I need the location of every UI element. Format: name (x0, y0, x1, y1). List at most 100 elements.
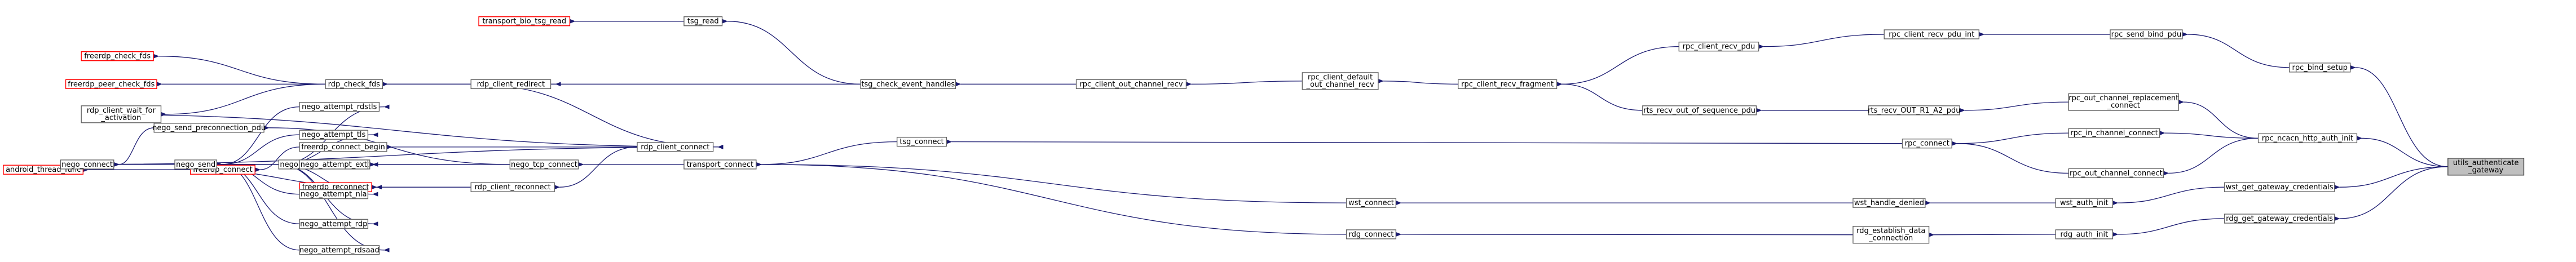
node-rpc-in-channel-connect[interactable]: rpc_in_channel_connect (2068, 128, 2160, 138)
node-rpc-ncacn-http-auth-init[interactable]: rpc_ncacn_http_auth_init (2257, 133, 2358, 144)
edge-wst_auth_init-wst_get_gateway_credentials (2112, 186, 2225, 206)
node-transport-connect[interactable]: transport_connect (683, 159, 757, 170)
node-label: rpc_client_recv_pdu_int (1889, 30, 1974, 39)
node-freerdp-connect-begin[interactable]: freerdp_connect_begin (299, 142, 387, 152)
edge-rpc_connect-rpc_out_channel_connect (1952, 141, 2069, 174)
node-box[interactable] (1852, 226, 1930, 244)
node-box[interactable] (1868, 105, 1960, 116)
node-rdp-check-fds[interactable]: rdp_check_fds (325, 79, 383, 90)
node-tsg-read[interactable]: tsg_read (683, 16, 723, 26)
node-box[interactable] (153, 123, 264, 133)
node-rpc-send-bind-pdu[interactable]: rpc_send_bind_pdu (2110, 29, 2183, 39)
node-box[interactable] (1902, 138, 1952, 149)
node-box[interactable] (637, 142, 714, 152)
edge-rdp_client_connect-rdp_client_redirect (471, 83, 724, 149)
node-box[interactable] (2055, 198, 2114, 208)
node-box[interactable] (299, 159, 369, 170)
node-box[interactable] (2068, 128, 2160, 138)
node-box[interactable] (299, 245, 380, 255)
node-rdg-get-gateway-credentials[interactable]: rdg_get_gateway_credentials (2224, 214, 2335, 224)
node-label: _out_channel_recv (1306, 81, 1374, 89)
node-nego-attempt-tls[interactable]: nego_attempt_tls (299, 130, 369, 140)
node-tsg-connect[interactable]: tsg_connect (896, 136, 947, 147)
node-box[interactable] (1346, 229, 1397, 239)
node-box[interactable] (470, 182, 555, 192)
node-box[interactable] (2447, 158, 2525, 176)
node-box[interactable] (81, 51, 154, 61)
node-box[interactable] (1458, 79, 1558, 90)
node-box[interactable] (509, 159, 579, 170)
node-rdg-auth-init[interactable]: rdg_auth_init (2055, 229, 2114, 239)
node-rpc-client-default-out[interactable]: rpc_client_default_out_channel_recv (1302, 72, 1379, 90)
node-box[interactable] (896, 136, 947, 147)
node-box[interactable] (65, 79, 157, 90)
node-nego-connect[interactable]: nego_connect (60, 159, 114, 170)
node-box[interactable] (299, 142, 387, 152)
node-box[interactable] (683, 159, 757, 170)
node-wst-handle-denied[interactable]: wst_handle_denied (1852, 198, 1926, 208)
node-box[interactable] (81, 105, 162, 123)
node-box[interactable] (299, 101, 380, 112)
node-box[interactable] (2068, 93, 2179, 111)
node-nego-tcp-connect[interactable]: nego_tcp_connect (509, 159, 579, 170)
node-box[interactable] (683, 16, 723, 26)
node-nego-send[interactable]: nego_send (174, 159, 218, 170)
node-box[interactable] (174, 159, 218, 170)
node-box[interactable] (470, 79, 552, 90)
node-freerdp-check-fds[interactable]: freerdp_check_fds (81, 51, 154, 61)
node-nego-attempt-rdstls[interactable]: nego_attempt_rdstls (299, 101, 380, 112)
node-wst-connect[interactable]: wst_connect (1346, 198, 1397, 208)
node-wst-auth-init[interactable]: wst_auth_init (2055, 198, 2114, 208)
node-rdp-client-connect[interactable]: rdp_client_connect (637, 142, 714, 152)
node-box[interactable] (2257, 133, 2358, 144)
node-box[interactable] (478, 16, 571, 26)
node-box[interactable] (2068, 168, 2164, 179)
node-rpc-client-recv-pdu-int[interactable]: rpc_client_recv_pdu_int (1884, 29, 1980, 39)
node-rdg-establish-data-connection[interactable]: rdg_establish_data_connection (1852, 226, 1930, 244)
node-rpc-out-channel-connect[interactable]: rpc_out_channel_connect (2068, 168, 2164, 179)
node-nego-attempt-ext[interactable]: nego_attempt_ext (299, 159, 369, 170)
node-box[interactable] (1642, 105, 1757, 116)
node-rpc-client-recv-fragment[interactable]: rpc_client_recv_fragment (1458, 79, 1558, 90)
node-box[interactable] (325, 79, 383, 90)
node-rts-recv-out-of-sequence-pdu[interactable]: rts_recv_out_of_sequence_pdu (1642, 105, 1757, 116)
node-box[interactable] (860, 79, 956, 90)
edge-rpc_out_channel_replacement-rpc_ncacn_http_auth_init (2178, 100, 2259, 139)
node-box[interactable] (1346, 198, 1397, 208)
node-box[interactable] (1678, 41, 1759, 52)
node-rts-recv-OUT-R1-A2-pdu[interactable]: rts_recv_OUT_R1_A2_pdu (1868, 105, 1961, 116)
node-box[interactable] (60, 159, 114, 170)
node-box[interactable] (2110, 29, 2183, 39)
node-box[interactable] (2224, 182, 2335, 192)
node-rdp-client-reconnect[interactable]: rdp_client_reconnect (470, 182, 555, 192)
node-box[interactable] (299, 130, 369, 140)
node-transport-bio-tsg-read[interactable]: transport_bio_tsg_read (478, 16, 571, 26)
node-wst-get-gateway-credentials[interactable]: wst_get_gateway_credentials (2224, 182, 2335, 192)
node-rdp-client-wait-for-activation[interactable]: rdp_client_wait_for_activation (81, 105, 162, 123)
node-rpc-client-out-channel-recv[interactable]: rpc_client_out_channel_recv (1075, 79, 1187, 90)
node-freerdp-peer-check-fds[interactable]: freerdp_peer_check_fds (65, 79, 157, 90)
node-label: nego_tcp_connect (511, 161, 577, 169)
node-box[interactable] (1884, 29, 1980, 39)
node-rpc-client-recv-pdu[interactable]: rpc_client_recv_pdu (1678, 41, 1759, 52)
node-rpc-out-channel-replacement[interactable]: rpc_out_channel_replacement_connect (2068, 93, 2179, 111)
node-rdg-connect[interactable]: rdg_connect (1346, 229, 1397, 239)
node-box[interactable] (299, 219, 369, 229)
node-rdp-client-redirect[interactable]: rdp_client_redirect (470, 79, 552, 90)
node-nego-attempt-nla[interactable]: nego_attempt_nla (299, 189, 369, 199)
node-box[interactable] (2055, 229, 2114, 239)
node-rpc-bind-setup[interactable]: rpc_bind_setup (2289, 63, 2351, 73)
edge-nego_send-nego_attempt_tls (217, 134, 300, 167)
node-nego-attempt-rdp[interactable]: nego_attempt_rdp (299, 219, 369, 229)
node-rpc-connect[interactable]: rpc_connect (1902, 138, 1952, 149)
node-box[interactable] (1852, 198, 1926, 208)
node-box[interactable] (1302, 72, 1379, 90)
node-nego-send-preconnection-pdu[interactable]: nego_send_preconnection_pdu (152, 123, 266, 133)
node-box[interactable] (1075, 79, 1187, 90)
node-box[interactable] (2224, 214, 2335, 224)
node-box[interactable] (2289, 63, 2351, 73)
node-utils-auth[interactable]: utils_authenticate_gateway (2447, 158, 2525, 176)
node-tsg-check-event-handles[interactable]: tsg_check_event_handles (860, 79, 956, 90)
node-nego-attempt-rdsaad[interactable]: nego_attempt_rdsaad (299, 245, 380, 255)
node-box[interactable] (299, 189, 369, 199)
